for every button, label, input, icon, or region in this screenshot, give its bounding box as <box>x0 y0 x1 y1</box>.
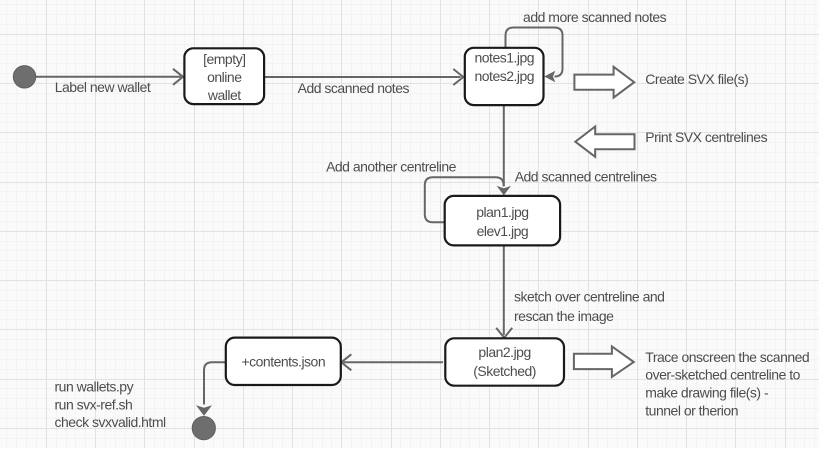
svg-text:Print SVX centrelines: Print SVX centrelines <box>645 129 767 145</box>
svg-text:Add scanned centrelines: Add scanned centrelines <box>515 168 657 184</box>
svg-text:plan2.jpg: plan2.jpg <box>478 344 530 360</box>
svg-text:notes1.jpg: notes1.jpg <box>474 49 534 65</box>
svg-text:(Sketched): (Sketched) <box>473 363 536 379</box>
svg-text:run svx-ref.sh: run svx-ref.sh <box>55 397 133 413</box>
svg-text:Add another centreline: Add another centreline <box>326 159 457 175</box>
svg-text:Create SVX file(s): Create SVX file(s) <box>645 71 748 87</box>
svg-text:Label new wallet: Label new wallet <box>55 79 151 95</box>
svg-text:plan1.jpg: plan1.jpg <box>476 204 528 220</box>
svg-text:add more scanned notes: add more scanned notes <box>523 9 667 25</box>
svg-text:run wallets.py: run wallets.py <box>55 378 134 394</box>
svg-text:notes2.jpg: notes2.jpg <box>474 68 534 84</box>
svg-text:check svxvalid.html: check svxvalid.html <box>55 414 166 430</box>
svg-text:+contents.json: +contents.json <box>241 353 325 369</box>
svg-text:tunnel or therion: tunnel or therion <box>645 403 738 419</box>
svg-text:Trace onscreen the scanned: Trace onscreen the scanned <box>645 349 809 365</box>
svg-text:wallet: wallet <box>207 87 241 103</box>
svg-text:over-sketched centreline to: over-sketched centreline to <box>645 367 800 383</box>
svg-text:[empty]: [empty] <box>203 51 245 67</box>
svg-text:Add scanned notes: Add scanned notes <box>298 80 410 96</box>
svg-text:online: online <box>207 69 242 85</box>
svg-text:make drawing file(s) -: make drawing file(s) - <box>645 384 769 400</box>
svg-text:sketch over centreline and: sketch over centreline and <box>514 289 664 305</box>
svg-text:elev1.jpg: elev1.jpg <box>477 223 529 239</box>
svg-text:rescan the image: rescan the image <box>514 308 614 324</box>
